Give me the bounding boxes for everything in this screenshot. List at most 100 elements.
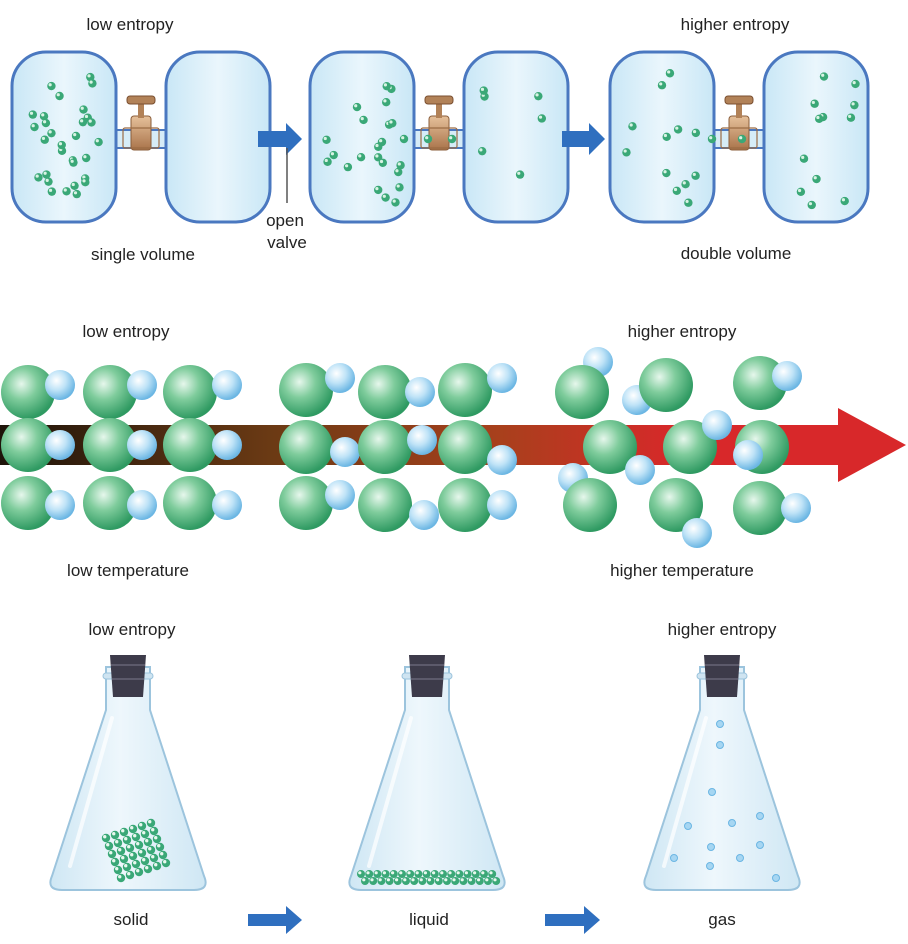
glass-highlight xyxy=(367,716,413,868)
gas-particle xyxy=(447,134,457,144)
gas-particle xyxy=(57,140,66,150)
gas-particle xyxy=(477,146,487,156)
phase-particle xyxy=(107,849,117,859)
glass-highlight xyxy=(68,716,114,868)
arrow-right-icon xyxy=(562,123,605,155)
gas-particle xyxy=(82,153,91,163)
molecule xyxy=(358,478,439,532)
temperature-row xyxy=(0,347,906,548)
glass-highlight xyxy=(662,716,708,868)
phase-particle xyxy=(480,870,488,878)
valve-flange xyxy=(720,127,758,149)
phase-particle xyxy=(434,877,443,885)
phase-particle xyxy=(125,870,135,880)
molecule xyxy=(163,476,242,530)
phase-particle xyxy=(410,877,419,885)
gas-particle xyxy=(673,125,683,134)
gas-particle xyxy=(62,187,71,196)
gas-particle xyxy=(684,822,692,830)
low-temperature-label: low temperature xyxy=(67,561,189,580)
phase-particle xyxy=(161,858,171,868)
double-volume-label: double volume xyxy=(680,244,792,263)
phase-particle xyxy=(152,834,162,844)
phase-particle xyxy=(414,870,423,878)
molecule xyxy=(438,478,517,532)
gas-particle xyxy=(352,102,362,112)
phase-particle xyxy=(492,877,501,885)
gas-particle xyxy=(72,189,81,199)
phase-particle xyxy=(488,870,497,878)
phase-particle xyxy=(365,870,374,878)
gas-container xyxy=(462,50,570,224)
phase-particle xyxy=(152,861,162,871)
phase-particle xyxy=(418,877,427,885)
molecule xyxy=(438,363,517,417)
phase-particle xyxy=(381,870,390,878)
phase-particle xyxy=(128,851,138,861)
valve-stem xyxy=(736,102,742,118)
gas-particle xyxy=(79,105,88,114)
gas-particle xyxy=(672,186,682,195)
valve-body xyxy=(728,115,750,151)
gas-particle xyxy=(28,110,38,119)
row3-high-entropy-label: higher entropy xyxy=(667,620,777,639)
phase-particle xyxy=(451,877,460,885)
molecule xyxy=(163,365,242,419)
gas-particle xyxy=(819,72,829,81)
gas-particle xyxy=(657,81,667,90)
gas-particle xyxy=(707,843,715,851)
flask-glass xyxy=(49,666,207,891)
flask-solid xyxy=(49,655,207,891)
gas-particle xyxy=(329,150,338,160)
phase-particle xyxy=(398,870,406,878)
gas-particle xyxy=(684,198,693,207)
gas-particle xyxy=(537,114,547,123)
gas-expansion-row xyxy=(10,50,870,224)
gas-particle xyxy=(799,154,809,163)
phase-particle xyxy=(455,870,464,878)
gas-particle xyxy=(850,100,859,110)
phase-particle xyxy=(467,877,476,885)
valve-flange xyxy=(122,127,160,149)
phase-particle xyxy=(155,842,165,852)
molecule xyxy=(1,476,75,530)
phase-particle xyxy=(369,877,378,885)
valve-flange xyxy=(420,127,458,149)
gas-particle xyxy=(78,117,88,127)
gas-particle xyxy=(42,170,51,179)
gas-particle xyxy=(382,98,391,107)
phase-particle xyxy=(116,846,126,856)
gas-particle xyxy=(396,161,405,170)
phase-particle xyxy=(101,833,111,843)
arrow-right-icon xyxy=(248,906,302,934)
phase-particle xyxy=(140,829,150,839)
phase-particle xyxy=(110,830,120,840)
molecule xyxy=(733,420,789,474)
gas-particle xyxy=(41,118,51,128)
gas-particle xyxy=(394,167,403,177)
gas-particle xyxy=(796,187,806,196)
phase-particle xyxy=(146,818,156,828)
phase-particle xyxy=(128,824,138,834)
phase-particle xyxy=(131,859,141,869)
open-valve-label-line2: valve xyxy=(267,233,307,252)
phase-particle xyxy=(119,854,129,864)
gas-particle xyxy=(479,86,488,95)
molecule xyxy=(649,478,712,548)
phase-particle xyxy=(389,870,398,878)
gas-particle xyxy=(44,177,53,186)
phase-particle xyxy=(149,826,159,836)
phase-particle xyxy=(385,877,394,885)
row1-low-entropy-label: low entropy xyxy=(86,15,174,34)
gas-particle xyxy=(691,171,700,180)
gas-container xyxy=(308,50,416,224)
phase-particle xyxy=(439,870,447,878)
gas-particle xyxy=(736,854,744,862)
row3-low-entropy-label: low entropy xyxy=(88,620,176,639)
molecule xyxy=(1,418,75,472)
gas-particle xyxy=(47,128,56,138)
gas-particle xyxy=(356,153,366,162)
valve-stem xyxy=(436,102,442,118)
flask-glass xyxy=(348,666,506,891)
gas-particle xyxy=(87,118,96,127)
